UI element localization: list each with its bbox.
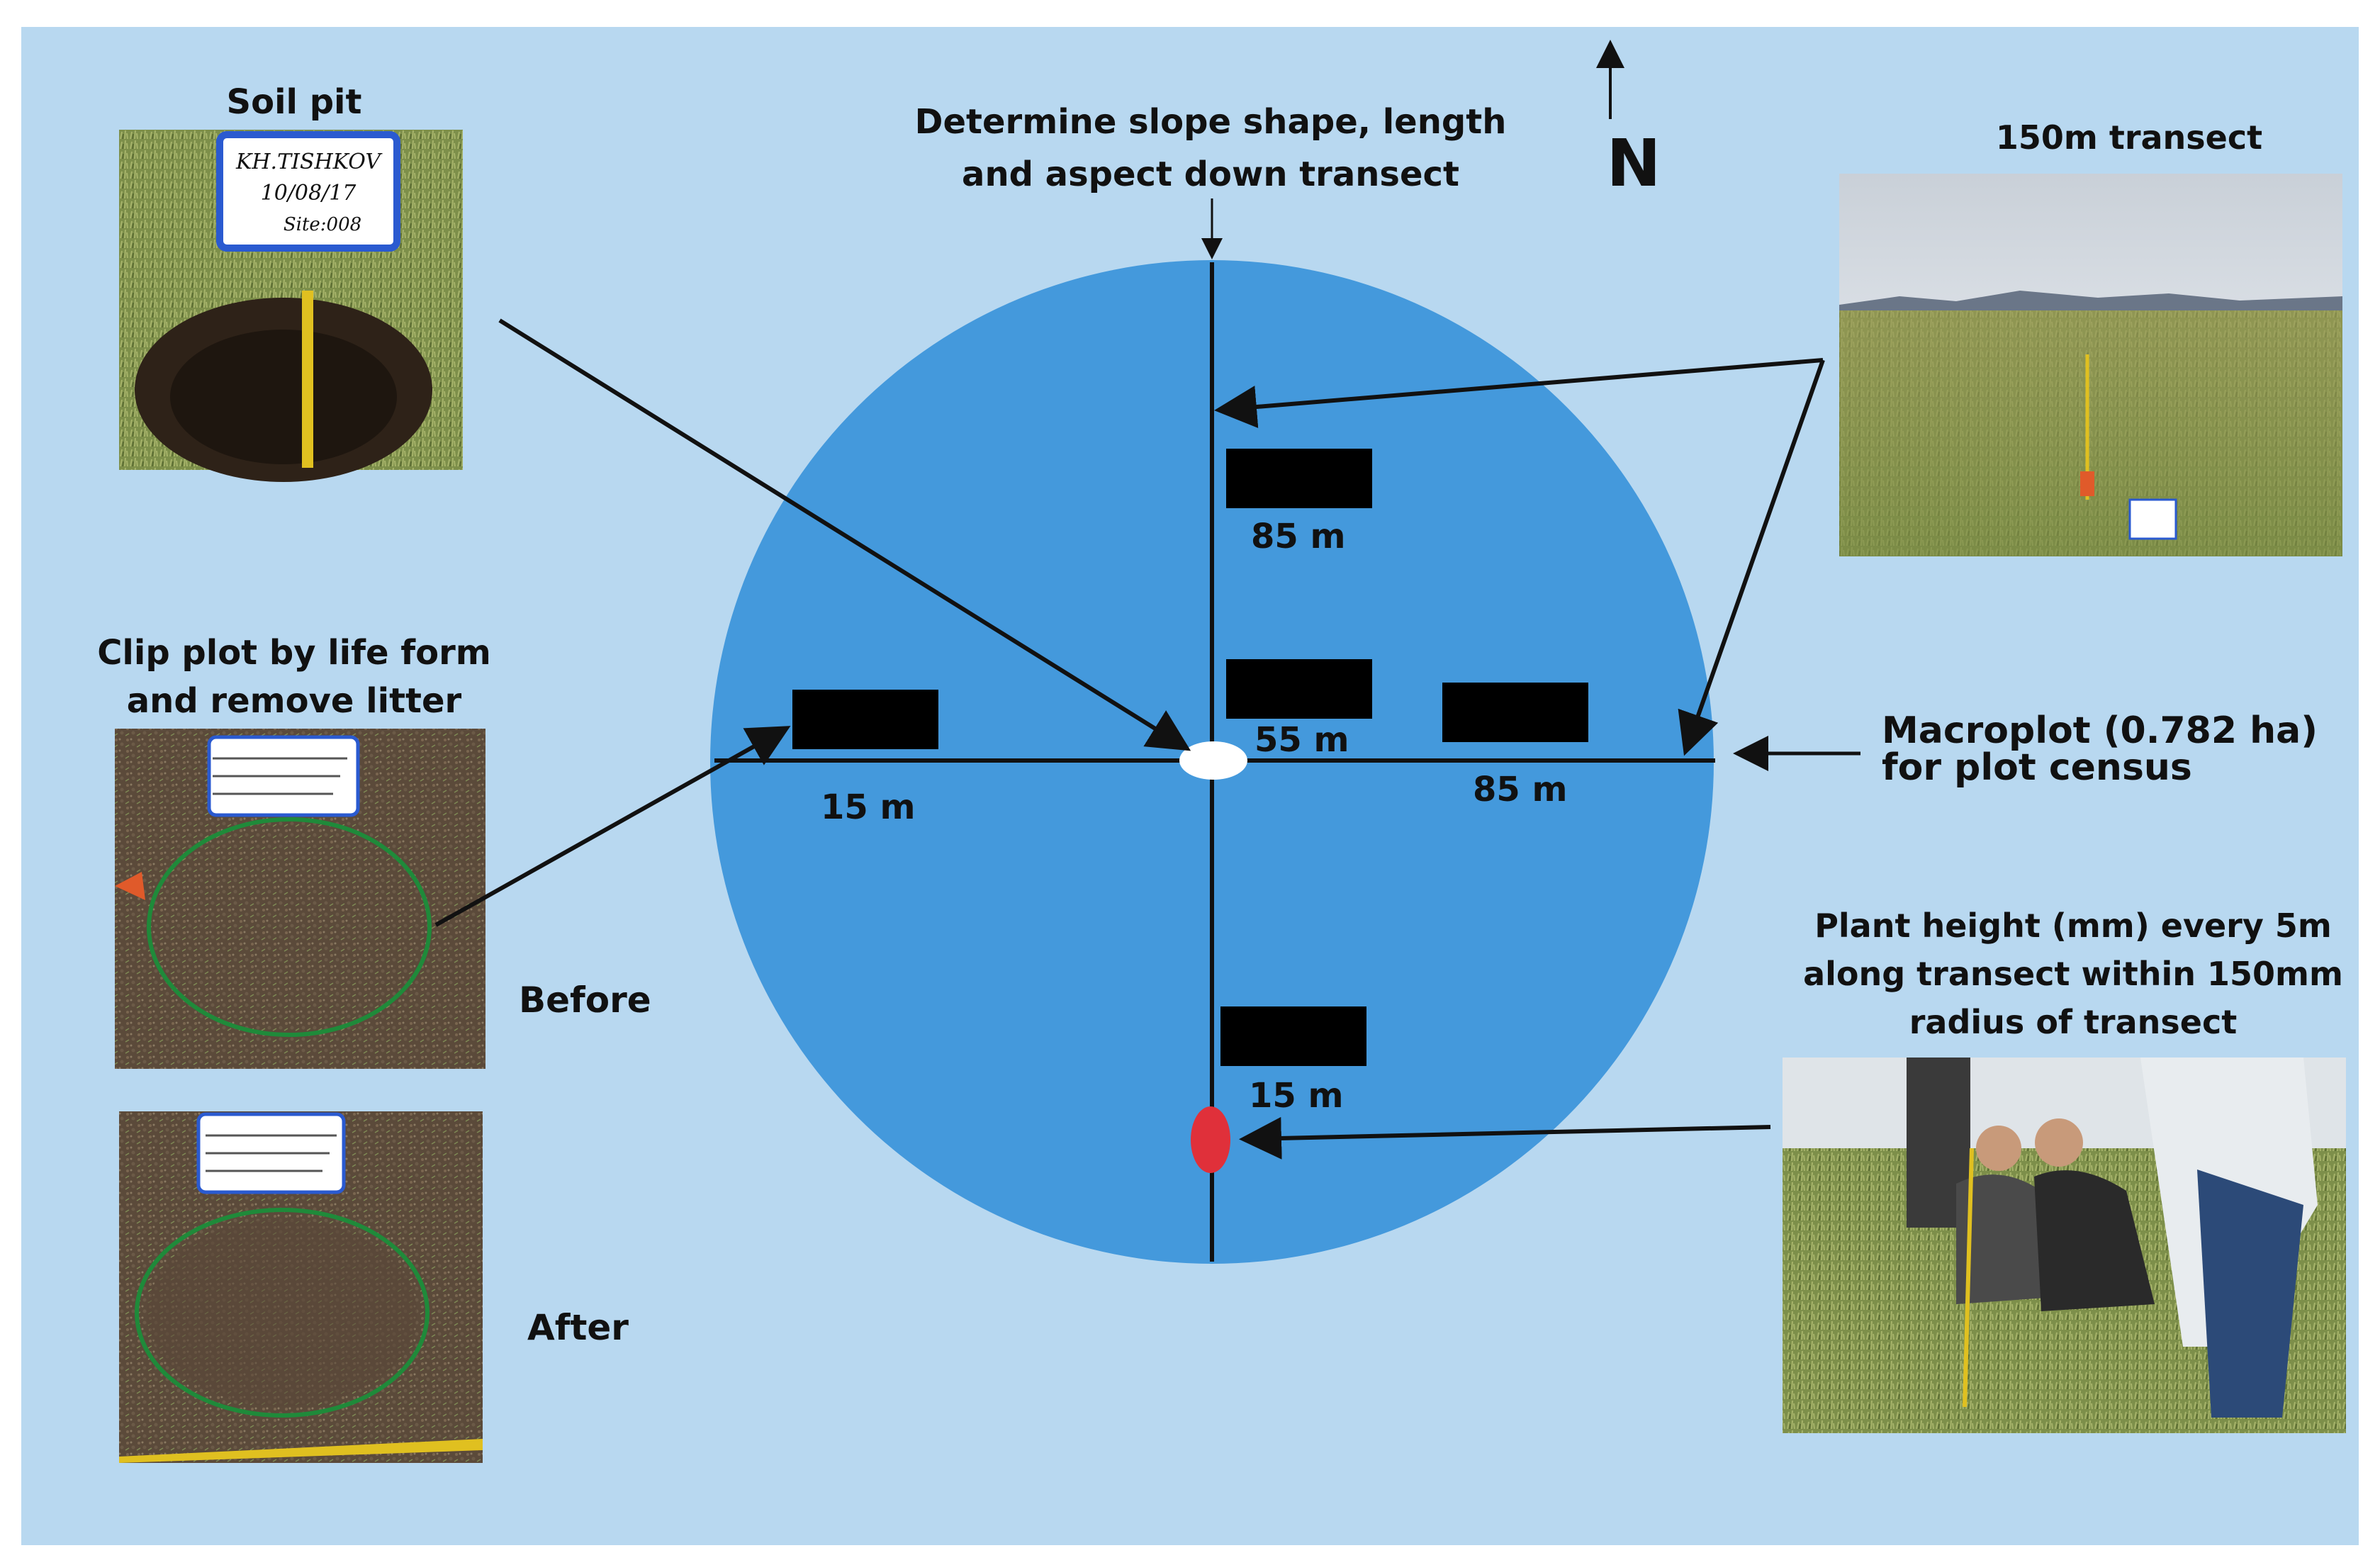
quadrat-south-15m: [1220, 1006, 1366, 1066]
soil-pit-sign-line1: KH.TISHKOV: [235, 150, 383, 174]
transect-title: 150m transect: [1996, 118, 2262, 157]
height-label-line3: radius of transect: [1909, 1003, 2238, 1041]
after-label: After: [527, 1307, 629, 1348]
clip-plot-before-photo: [115, 729, 485, 1069]
transect-arrow-east: [1678, 359, 1825, 756]
clip-label-line2: and remove litter: [127, 681, 462, 721]
transect-photo: [1839, 174, 2342, 556]
slope-label-line2: and aspect down transect: [962, 155, 1459, 194]
soil-pit-photo: KH.TISHKOV 10/08/17 Site:008: [119, 130, 463, 482]
macroplot-label-line2: for plot census: [1882, 746, 2192, 789]
clip-plot-arrow: [434, 726, 791, 927]
quadrat-west-15m: [792, 690, 938, 749]
soil-pit-sign-line2: 10/08/17: [261, 181, 357, 206]
clip-label-line1: Clip plot by life form: [97, 633, 491, 673]
macroplot-label-line1: Macroplot (0.782 ha): [1882, 709, 2318, 752]
center-marker: [1179, 741, 1247, 780]
height-label-line1: Plant height (mm) every 5m: [1814, 907, 2332, 945]
height-label-line2: along transect within 150mm: [1803, 955, 2343, 993]
south-marker: [1191, 1106, 1230, 1173]
north-label: N: [1607, 125, 1661, 201]
slope-label-line1: Determine slope shape, length: [915, 102, 1507, 142]
soil-pit-arrow: [498, 318, 1191, 751]
distance-south: 15 m: [1249, 1076, 1344, 1116]
quadrat-center-55m: [1226, 659, 1372, 719]
soil-pit-title: Soil pit: [227, 82, 362, 122]
before-label: Before: [519, 980, 651, 1021]
quadrat-north-85m: [1226, 449, 1372, 508]
distance-west: 15 m: [821, 787, 916, 827]
plant-height-photo: [1783, 1058, 2346, 1433]
distance-north-center: 55 m: [1254, 720, 1349, 760]
soil-pit-sign-line3: Site:008: [284, 214, 361, 235]
clip-plot-after-photo: [119, 1111, 483, 1463]
distance-east: 85 m: [1473, 770, 1568, 809]
plant-height-arrow: [1239, 1116, 1771, 1160]
quadrat-east-85m: [1442, 683, 1588, 742]
transect-arrow-north: [1214, 358, 1824, 428]
distance-north-upper: 85 m: [1251, 517, 1346, 556]
